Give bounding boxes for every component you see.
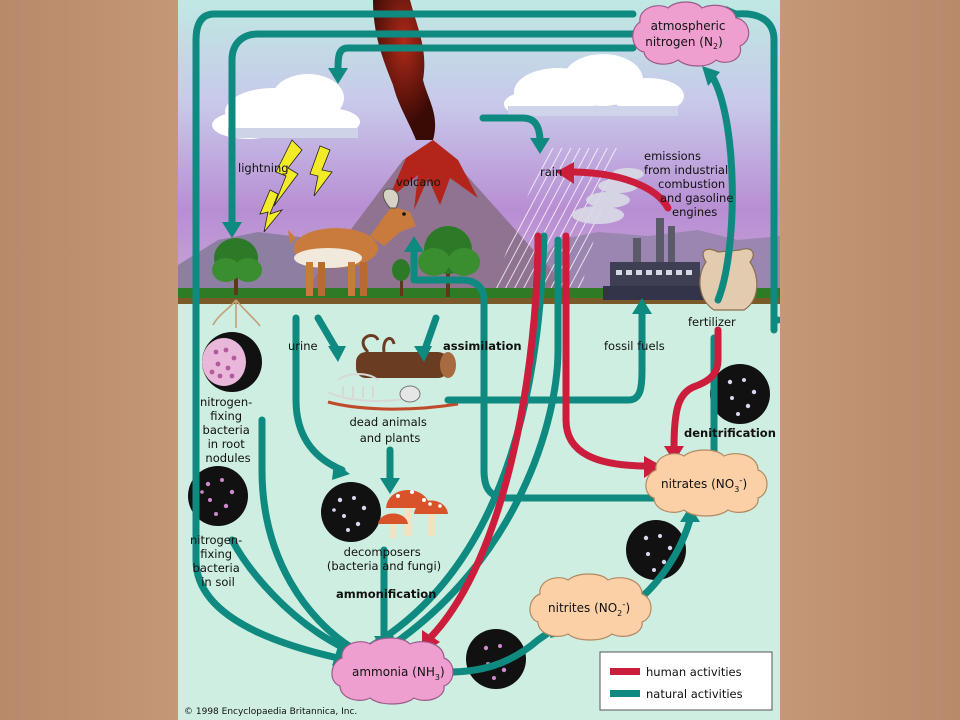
root-bacteria-label: nitrogen- fixing bacteria in root nodule… — [200, 395, 256, 465]
bacteria-decomposer-icon — [321, 482, 381, 542]
soil-bacteria-label: nitrogen- fixing bacteria in soil — [190, 533, 246, 589]
legend: human activities natural activities — [599, 651, 773, 711]
lightning-bolts — [259, 139, 333, 233]
legend-natural-swatch — [610, 690, 640, 697]
dead-animals-label: dead animals and plants — [349, 415, 430, 445]
atmospheric-nitrogen-label: atmospheric nitrogen (N2) — [645, 19, 729, 51]
natural-arrows — [192, 10, 780, 676]
fertilizer-label: fertilizer — [688, 315, 736, 329]
human-arrows — [424, 168, 722, 644]
left-tree — [212, 238, 262, 328]
bacteria-soil-icon — [188, 466, 248, 526]
rain-label: rain — [540, 165, 562, 179]
factory — [603, 218, 708, 300]
nitrates-cloud — [645, 449, 768, 517]
volcano-lava — [388, 140, 478, 210]
fertilizer-sack — [699, 248, 758, 311]
ammonia-label: ammonia (NH3) — [352, 665, 445, 682]
ground-line — [178, 298, 780, 304]
mushrooms-icon — [378, 490, 448, 538]
emissions-label: emissions from industrial combustion and… — [644, 149, 737, 219]
legend-human-swatch — [610, 668, 640, 675]
copyright: © 1998 Encyclopaedia Britannica, Inc. — [184, 707, 357, 717]
lightning-label: lightning — [238, 161, 289, 175]
decomposers-label: decomposers (bacteria and fungi) — [327, 545, 441, 573]
middle-trees — [392, 226, 480, 297]
legend-natural-label: natural activities — [646, 687, 743, 701]
fossil-fuels-label: fossil fuels — [604, 339, 665, 353]
right-cloud — [504, 54, 684, 116]
volcano-label: volcano — [396, 175, 441, 189]
urine-label: urine — [288, 339, 318, 353]
goat — [288, 188, 416, 296]
bacteria-denitrifying-icon — [710, 364, 770, 424]
diagram-canvas: atmospheric nitrogen (N2) lightning volc… — [178, 0, 780, 720]
denitrification-label: denitrification — [684, 426, 776, 440]
nitrates-label: nitrates (NO3-) — [661, 476, 747, 494]
ammonification-label: ammonification — [336, 587, 436, 601]
atmospheric-nitrogen-cloud — [632, 1, 750, 67]
nitrites-cloud — [529, 573, 652, 641]
root-nodule-icon — [202, 332, 262, 392]
ammonia-cloud — [331, 637, 454, 705]
legend-human-label: human activities — [646, 665, 742, 679]
nitrogen-cycle-diagram: atmospheric nitrogen (N2) lightning volc… — [178, 0, 780, 720]
human-arrowheads — [422, 162, 684, 654]
assimilation-label: assimilation — [443, 339, 522, 353]
nitrites-label: nitrites (NO2-) — [548, 600, 630, 618]
rain-streaks — [488, 148, 618, 300]
factory-smoke — [572, 168, 644, 224]
